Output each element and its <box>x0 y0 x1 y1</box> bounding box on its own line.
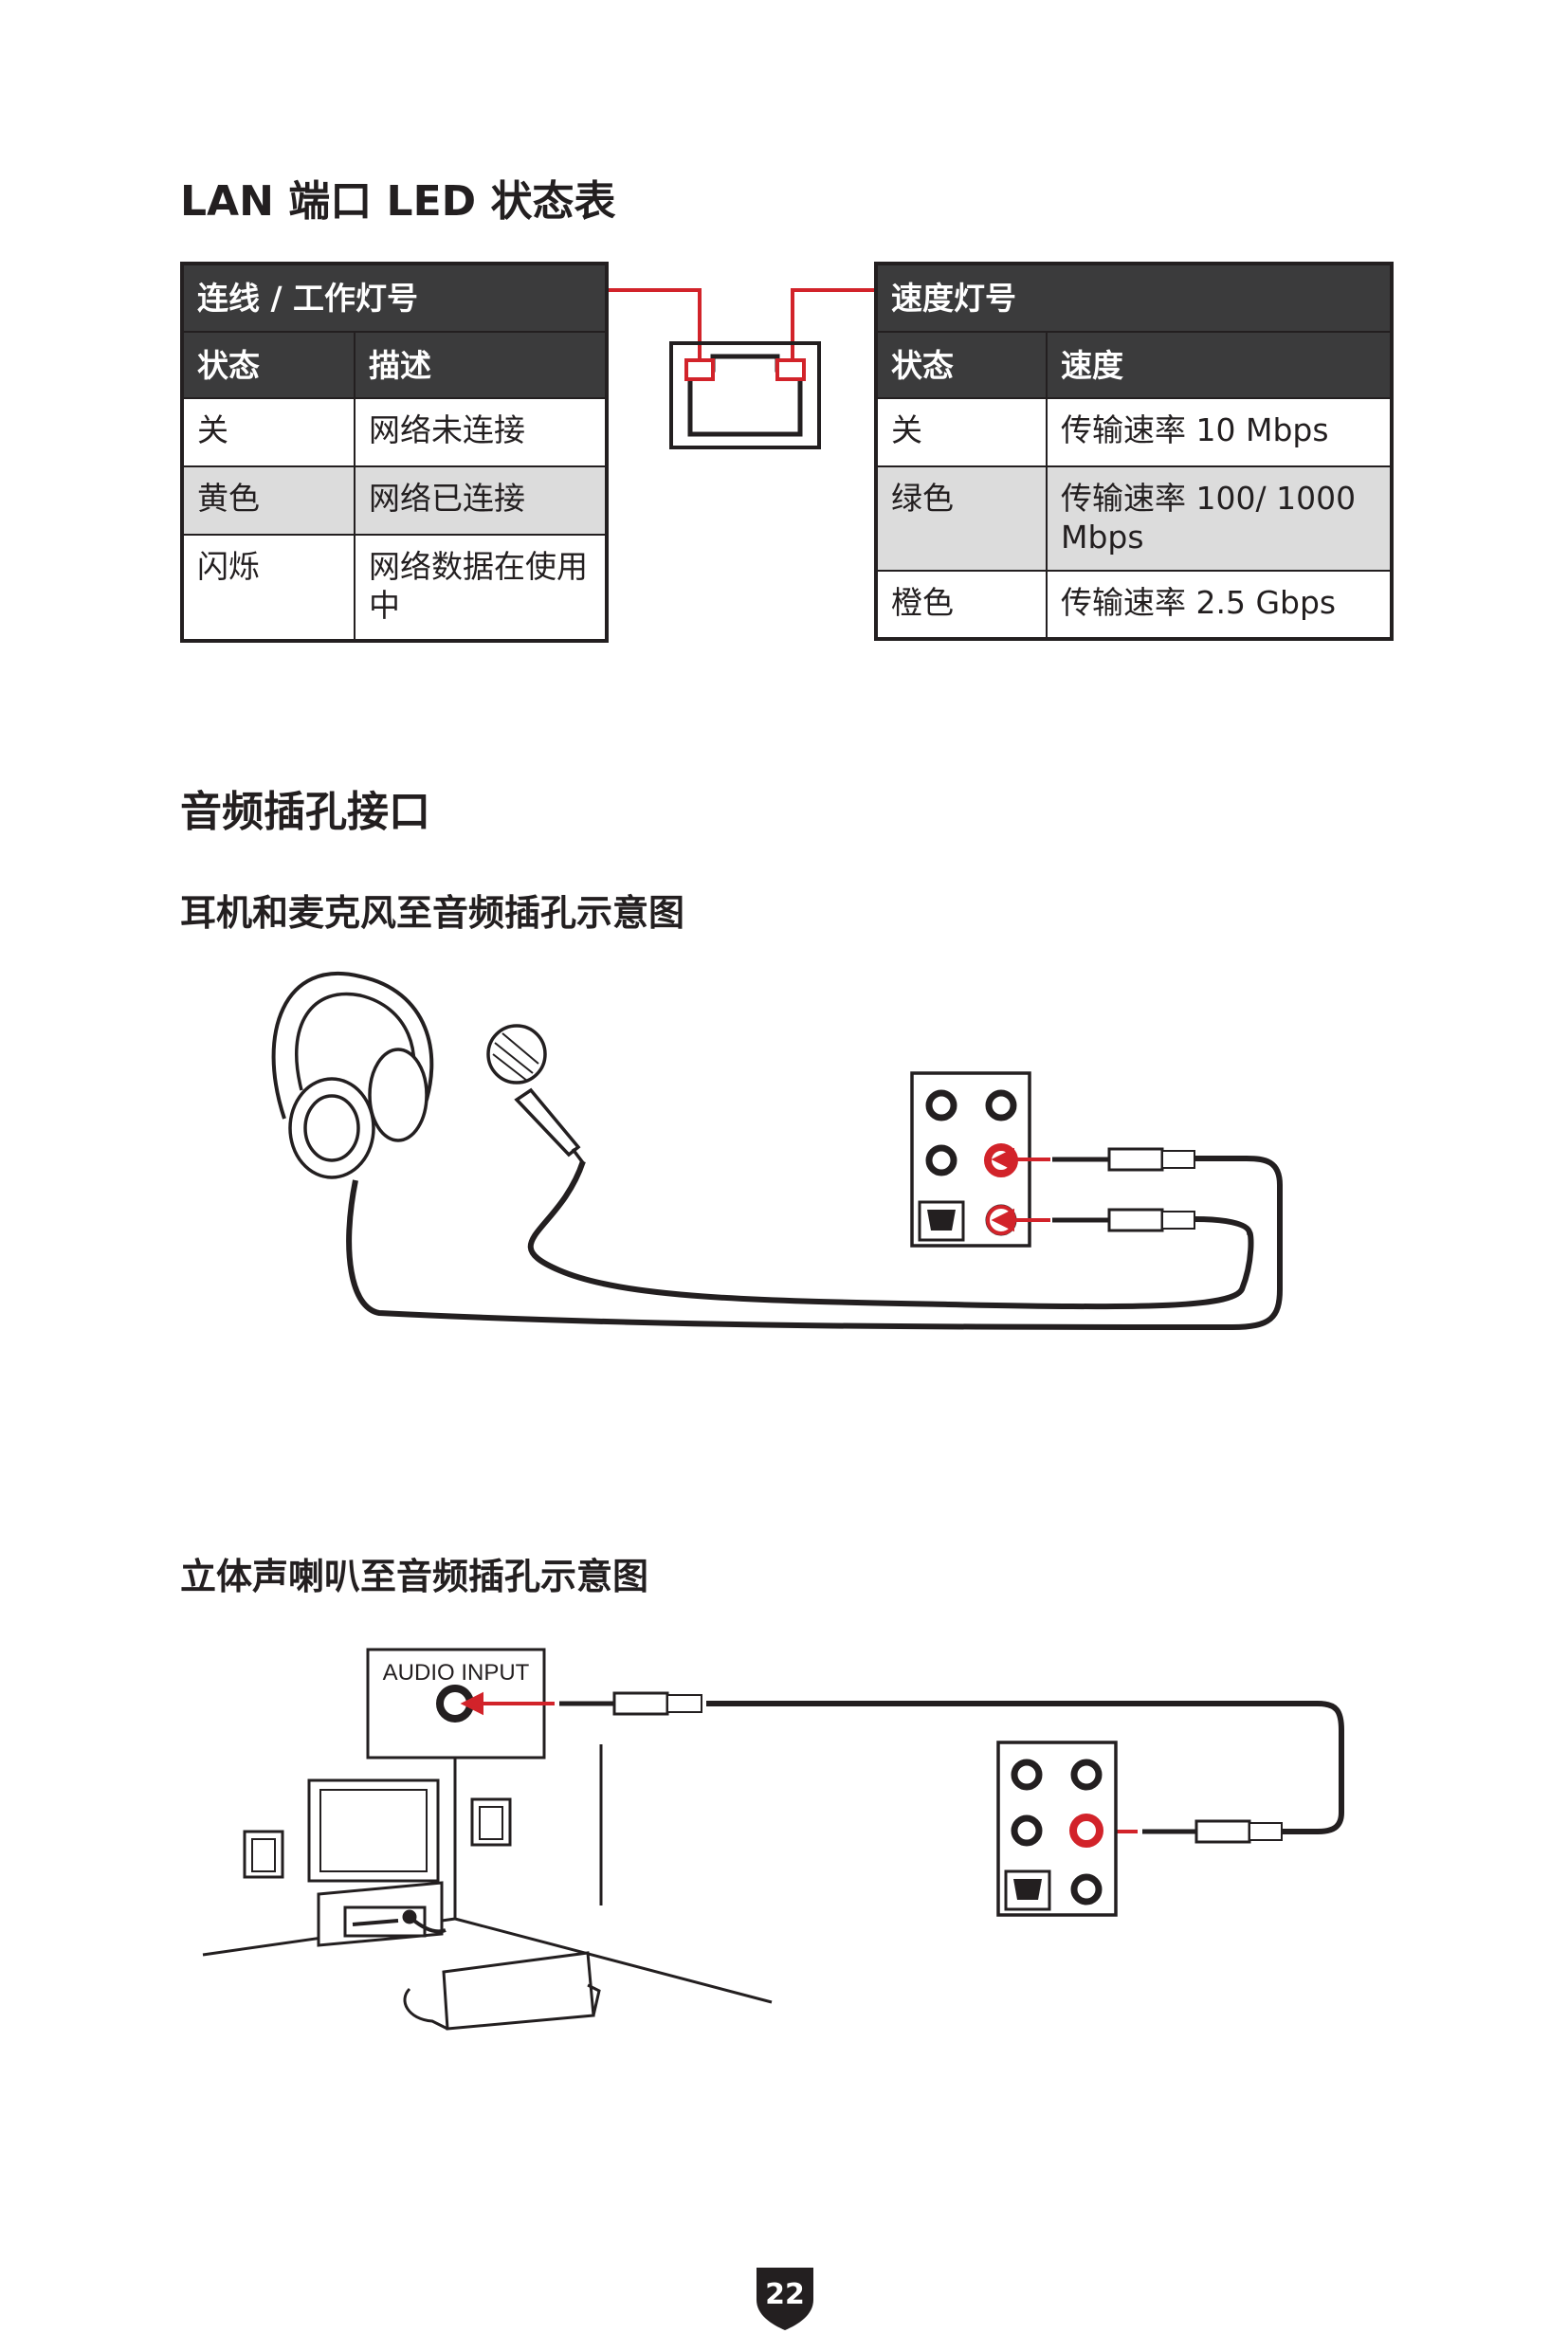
link-row-yellow-status: 黄色 <box>181 465 356 536</box>
microphone-icon <box>486 1024 586 1166</box>
page-number: 22 <box>765 2278 805 2311</box>
connection-arrows <box>991 1147 1050 1232</box>
link-row-blink-status: 闪烁 <box>181 534 356 642</box>
speed-row-off-speed: 传输速率 10 Mbps <box>1046 397 1393 467</box>
lan-port-diagram <box>609 288 874 449</box>
living-room-scene <box>202 1744 773 2031</box>
page-number-badge <box>757 2268 813 2330</box>
link-table-header-description: 描述 <box>354 331 608 399</box>
link-table-header-status: 状态 <box>181 331 356 399</box>
headphones-icon <box>271 971 434 1179</box>
audio-plugs <box>1052 1147 1195 1232</box>
speaker-rear-audio-jack-panel <box>996 1741 1118 1917</box>
line-out-jack <box>1069 1814 1103 1848</box>
headphone-mic-heading: 耳机和麦克风至音频插孔示意图 <box>180 892 685 934</box>
speaker-diagram: AUDIO INPUT <box>202 1648 1344 2031</box>
speed-row-green-status: 绿色 <box>875 465 1048 572</box>
link-row-off-status: 关 <box>181 397 356 467</box>
speed-row-orange-status: 橙色 <box>875 570 1048 640</box>
link-led-icon <box>684 358 715 381</box>
link-row-off-desc: 网络未连接 <box>354 397 608 467</box>
lan-section-title: LAN 端口 LED 状态表 <box>180 177 616 226</box>
speaker-cable-plugs <box>559 1691 1283 1844</box>
speed-table-header-status: 状态 <box>875 331 1048 399</box>
speaker-heading: 立体声喇叭至音频插孔示意图 <box>180 1556 649 1597</box>
speed-led-icon <box>775 358 806 381</box>
headphone-mic-diagram <box>271 971 1283 1331</box>
audio-input-label: AUDIO INPUT <box>383 1660 530 1686</box>
speed-row-green-speed: 传输速率 100/ 1000 Mbps <box>1046 465 1393 572</box>
audio-section-title: 音频插孔接口 <box>180 788 430 836</box>
link-activity-led-table: 连线 / 工作灯号 状态 描述 关 网络未连接 黄色 网络已连接 闪烁 网络数据… <box>180 262 609 643</box>
speed-table-title: 速度灯号 <box>875 263 1393 333</box>
led-leader-lines <box>609 288 874 364</box>
speed-table-header-speed: 速度 <box>1046 331 1393 399</box>
link-row-yellow-desc: 网络已连接 <box>354 465 608 536</box>
link-row-blink-desc: 网络数据在使用中 <box>354 534 608 642</box>
speed-row-off-status: 关 <box>875 397 1048 467</box>
speed-row-orange-speed: 传输速率 2.5 Gbps <box>1046 570 1393 640</box>
speed-led-table: 速度灯号 状态 速度 关 传输速率 10 Mbps 绿色 传输速率 100/ 1… <box>874 262 1394 641</box>
audio-cables <box>346 1156 1283 1331</box>
link-table-title: 连线 / 工作灯号 <box>181 263 608 333</box>
